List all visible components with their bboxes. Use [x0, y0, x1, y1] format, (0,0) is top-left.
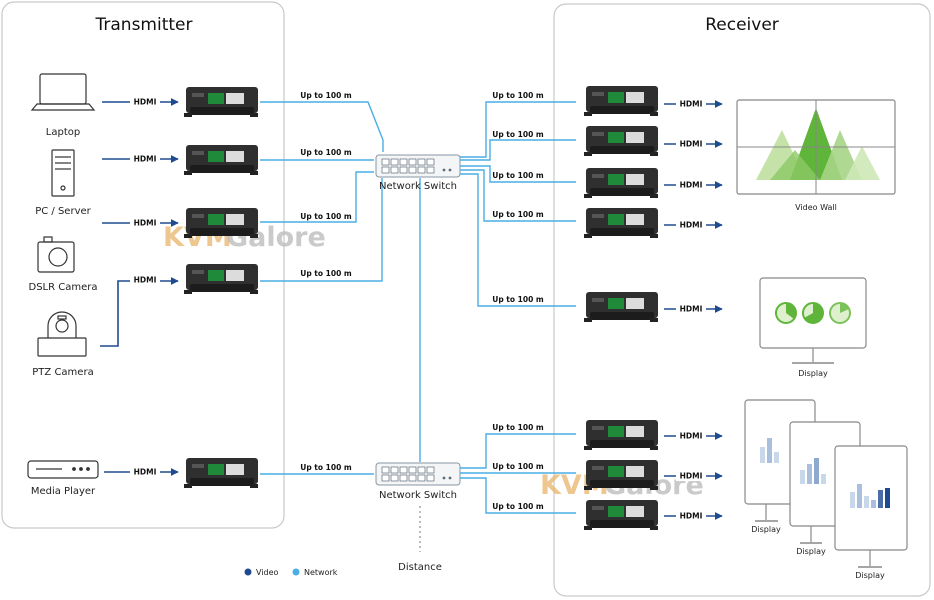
- transmitter-unit-3: [184, 208, 258, 238]
- distance-label: Up to 100 m: [300, 212, 352, 221]
- distance-label: Up to 100 m: [300, 269, 352, 278]
- hdmi-label: HDMI: [680, 221, 703, 230]
- distance-label: Up to 100 m: [492, 295, 544, 304]
- hdmi-label: HDMI: [680, 432, 703, 441]
- network-switch-top: [375, 154, 461, 178]
- display-label-1: Display: [751, 525, 781, 534]
- source-label-pc: PC / Server: [35, 206, 91, 217]
- distance-label: Up to 100 m: [492, 462, 544, 471]
- switch-label-top: Network Switch: [379, 181, 457, 192]
- receiver-unit-2: [584, 126, 658, 156]
- hdmi-label: HDMI: [134, 219, 157, 228]
- distance-label: Up to 100 m: [300, 91, 352, 100]
- hdmi-label: HDMI: [134, 98, 157, 107]
- hdmi-label: HDMI: [134, 468, 157, 477]
- network-switch-bottom: [375, 462, 461, 486]
- ptz-camera-icon: [37, 311, 87, 357]
- display-dials-icon: [759, 277, 867, 364]
- hdmi-label: HDMI: [680, 305, 703, 314]
- display-label-single: Display: [798, 369, 828, 378]
- source-label-laptop: Laptop: [46, 127, 80, 138]
- transmitter-title: Transmitter: [95, 15, 193, 35]
- hdmi-label: HDMI: [680, 472, 703, 481]
- receiver-unit-5: [584, 292, 658, 322]
- distance-label: Up to 100 m: [492, 423, 544, 432]
- legend-video-swatch: [244, 568, 252, 576]
- distance-label: Up to 100 m: [492, 171, 544, 180]
- network-links-receivers: [460, 101, 576, 514]
- display-bar-chart-icon-3: [834, 445, 908, 568]
- source-label-media-player: Media Player: [31, 486, 96, 497]
- legend-network-label: Network: [304, 568, 338, 577]
- transmitter-panel: [1, 1, 285, 529]
- distance-caption: Distance: [398, 562, 442, 573]
- distance-label: Up to 100 m: [300, 148, 352, 157]
- distance-label: Up to 100 m: [300, 463, 352, 472]
- display-label-2: Display: [796, 547, 826, 556]
- video-wall-icon: [736, 99, 896, 195]
- distance-label: Up to 100 m: [492, 91, 544, 100]
- legend-video-label: Video: [256, 568, 279, 577]
- hdmi-label: HDMI: [680, 140, 703, 149]
- legend: Video Network: [244, 568, 338, 577]
- transmitter-unit-1: [184, 87, 258, 117]
- hdmi-label: HDMI: [680, 512, 703, 521]
- hdmi-label: HDMI: [680, 181, 703, 190]
- transmitter-unit-2: [184, 145, 258, 175]
- source-label-dslr: DSLR Camera: [29, 282, 98, 293]
- legend-network-swatch: [292, 568, 300, 576]
- receiver-unit-3: [584, 168, 658, 198]
- receiver-title: Receiver: [705, 15, 779, 35]
- distance-label: Up to 100 m: [492, 130, 544, 139]
- receiver-unit-6: [584, 420, 658, 450]
- distance-label: Up to 100 m: [492, 502, 544, 511]
- transmitter-unit-5: [184, 458, 258, 488]
- video-wall-label: Video Wall: [795, 203, 837, 212]
- receiver-panel: [553, 3, 931, 597]
- network-links-transmitters: [260, 101, 421, 475]
- receiver-unit-7: [584, 460, 658, 490]
- receiver-unit-4: [584, 208, 658, 238]
- display-label-3: Display: [855, 571, 885, 580]
- distance-label: Up to 100 m: [492, 210, 544, 219]
- hdmi-label: HDMI: [134, 276, 157, 285]
- laptop-icon: [30, 73, 96, 111]
- hdmi-label: HDMI: [134, 155, 157, 164]
- transmitter-unit-4: [184, 264, 258, 294]
- media-player-icon: [27, 460, 99, 479]
- camera-icon: [37, 236, 75, 273]
- pc-tower-icon: [51, 149, 75, 197]
- receiver-unit-8: [584, 500, 658, 530]
- hdmi-label: HDMI: [680, 100, 703, 109]
- receiver-unit-1: [584, 86, 658, 116]
- switch-label-bottom: Network Switch: [379, 490, 457, 501]
- source-label-ptz: PTZ Camera: [32, 367, 93, 378]
